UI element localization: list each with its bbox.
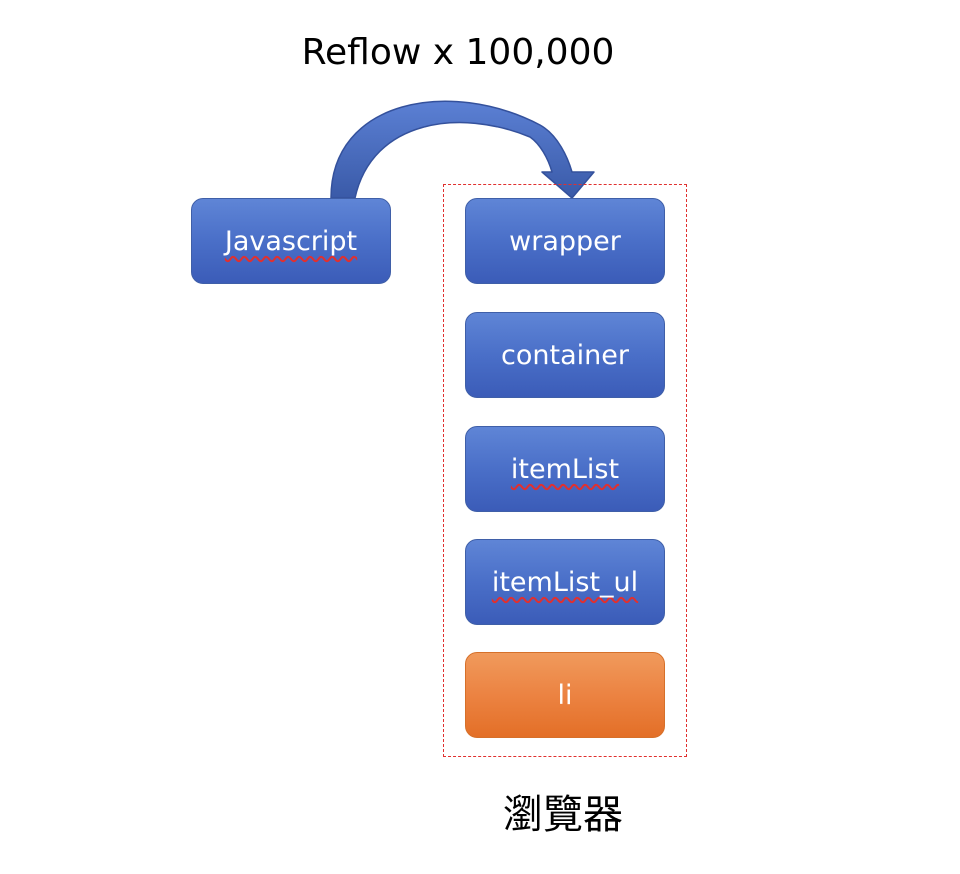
node-itemlist-ul: itemList_ul: [465, 539, 665, 625]
diagram-title: Reflow x 100,000: [301, 32, 615, 73]
browser-label: 瀏覽器: [503, 792, 623, 838]
node-li: li: [465, 652, 665, 738]
node-itemlist: itemList: [465, 426, 665, 512]
node-container: container: [465, 312, 665, 398]
node-itemlist-ul-label: itemList_ul: [491, 566, 639, 598]
javascript-node: Javascript: [191, 198, 391, 284]
node-li-label: li: [557, 679, 573, 711]
node-wrapper: wrapper: [465, 198, 665, 284]
node-wrapper-label: wrapper: [509, 225, 621, 257]
node-container-label: container: [501, 339, 629, 371]
node-itemlist-label: itemList: [510, 453, 620, 485]
browser-boundary: [443, 184, 687, 757]
javascript-node-label: Javascript: [224, 225, 358, 257]
